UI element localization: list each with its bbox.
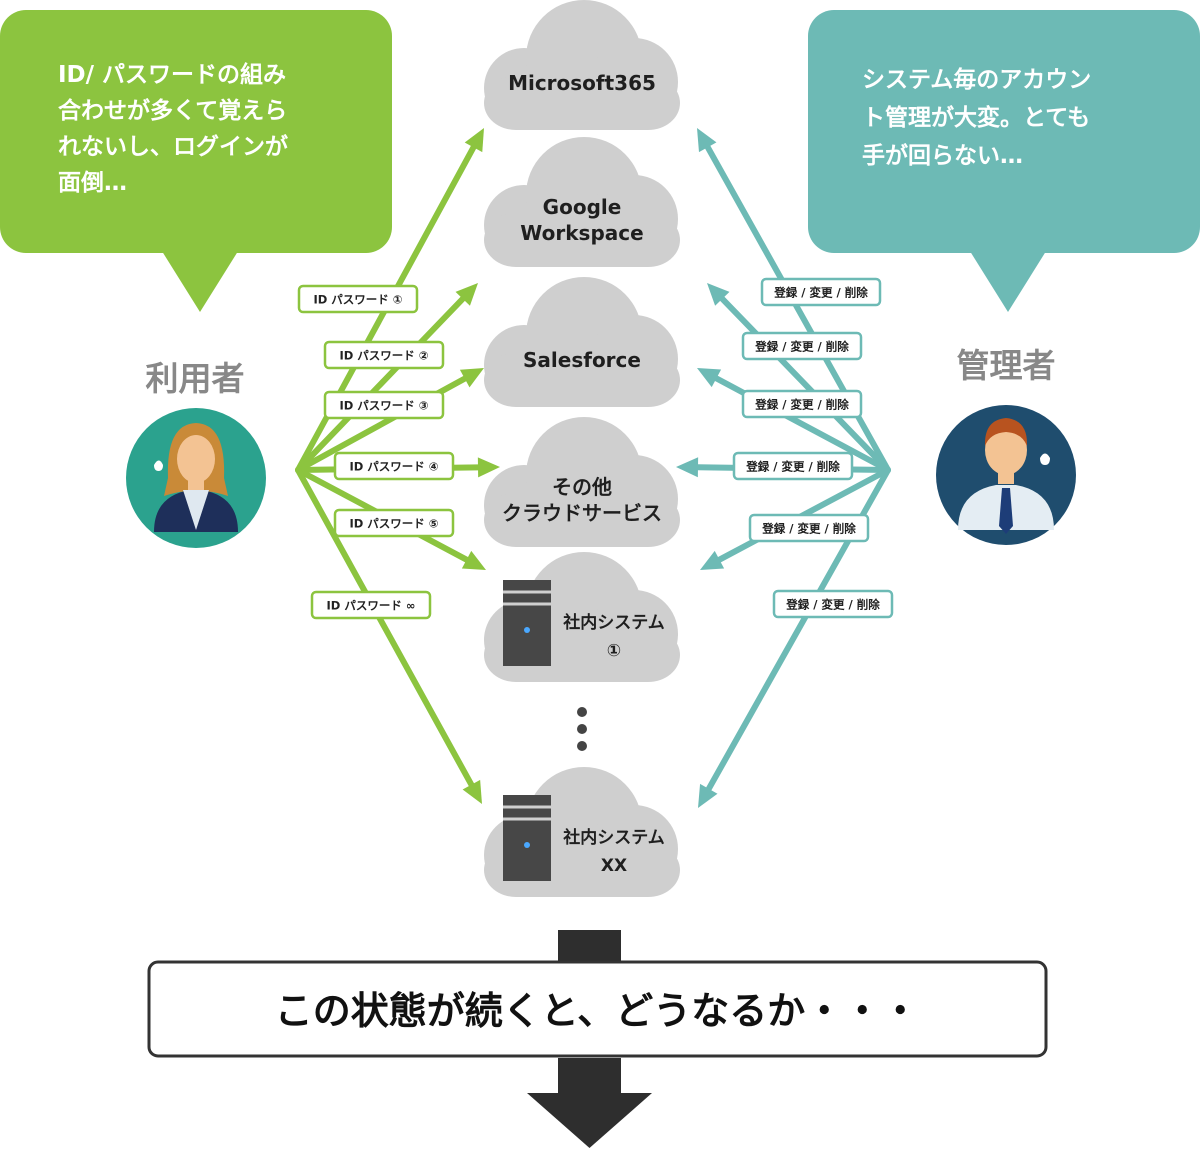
label-layer: ID パスワード ① ID パスワード ② ID パスワード ③ ID パスワード ④… xyxy=(297,277,894,620)
woman-avatar-icon xyxy=(126,408,266,548)
edge-label-text: 登録 / 変更 / 削除 xyxy=(773,286,868,300)
admin-arrow xyxy=(707,283,891,473)
cloud-service: Microsoft365 xyxy=(484,0,680,130)
sweat-drop-icon xyxy=(1040,453,1050,465)
edge-label-text: ID パスワード ② xyxy=(339,349,428,363)
admin-edge-label: 登録 / 変更 / 削除 xyxy=(741,331,863,361)
server-icon xyxy=(503,795,551,881)
user-bubble-line: れないし、ログインが xyxy=(58,133,288,160)
user-bubble-line: 面倒… xyxy=(58,169,127,196)
edge-label-text: 登録 / 変更 / 削除 xyxy=(761,522,856,536)
user-bubble-line: ID/ パスワードの組み xyxy=(58,61,286,88)
cloud-label: 社内システム xyxy=(562,827,665,848)
admin-bubble-line: 手が回らない… xyxy=(862,142,1023,169)
admin-bubble-line: システム毎のアカウン xyxy=(862,67,1091,93)
edge-label-text: 登録 / 変更 / 削除 xyxy=(745,460,840,474)
user-edge-label: ID パスワード ∞ xyxy=(310,590,432,620)
user-edge-label: ID パスワード ④ xyxy=(333,451,455,481)
cloud-label: Workspace xyxy=(520,221,643,245)
admin-bubble-line: ト管理が大変。とても xyxy=(862,104,1090,131)
man-avatar-icon xyxy=(936,405,1076,545)
edge-label-text: ID パスワード ③ xyxy=(339,399,428,413)
vertical-ellipsis-icon xyxy=(577,707,587,751)
admin-edge-label: 登録 / 変更 / 削除 xyxy=(748,513,870,543)
admin-role-label: 管理者 xyxy=(957,346,1056,385)
edge-label-text: ID パスワード ⑤ xyxy=(349,517,438,531)
cloud-label: その他 xyxy=(552,475,612,499)
edge-label-text: 登録 / 変更 / 削除 xyxy=(785,598,880,612)
user-edge-label: ID パスワード ① xyxy=(297,284,419,314)
cloud-label: Google xyxy=(543,195,622,219)
cloud-service: 社内システム XX xyxy=(484,767,680,897)
admin-speech-bubble: システム毎のアカウン ト管理が大変。とても 手が回らない… xyxy=(808,10,1200,312)
admin-edge-label: 登録 / 変更 / 削除 xyxy=(741,389,863,419)
cloud-label: XX xyxy=(601,856,627,876)
user-edge-label: ID パスワード ② xyxy=(323,340,445,370)
user-edge-label: ID パスワード ⑤ xyxy=(333,508,455,538)
sweat-drop-icon xyxy=(154,460,163,471)
cloud-label: Salesforce xyxy=(523,348,641,372)
cloud-service: Salesforce xyxy=(484,277,680,407)
user-bubble-line: 合わせが多くて覚えら xyxy=(58,97,287,124)
user-speech-bubble: ID/ パスワードの組み 合わせが多くて覚えら れないし、ログインが 面倒… xyxy=(0,10,392,312)
flow-arrow-down-icon xyxy=(527,1058,652,1148)
cloud-label: 社内システム xyxy=(562,612,665,633)
user-arrow xyxy=(295,283,478,473)
banner-text: この状態が続くと、どうなるか・・・ xyxy=(275,989,919,1033)
edge-label-text: 登録 / 変更 / 削除 xyxy=(754,398,849,412)
cloud-label: クラウドサービス xyxy=(502,501,662,525)
banner-box: この状態が続くと、どうなるか・・・ xyxy=(147,960,1048,1058)
admin-edge-label: 登録 / 変更 / 削除 xyxy=(760,277,882,307)
edge-label-text: ID パスワード ∞ xyxy=(327,599,416,613)
cloud-label: ① xyxy=(607,641,621,661)
admin-edge-label: 登録 / 変更 / 削除 xyxy=(732,451,854,481)
user-edge-label: ID パスワード ③ xyxy=(323,390,445,420)
cloud-service: 社内システム ① xyxy=(484,552,680,682)
edge-label-text: ID パスワード ④ xyxy=(349,460,438,474)
server-icon xyxy=(503,580,551,666)
user-role-label: 利用者 xyxy=(146,359,245,398)
user-arrow xyxy=(295,467,482,804)
edge-label-text: 登録 / 変更 / 削除 xyxy=(754,340,849,354)
cloud-label: Microsoft365 xyxy=(508,71,656,95)
edge-label-text: ID パスワード ① xyxy=(313,293,402,307)
admin-edge-label: 登録 / 変更 / 削除 xyxy=(772,589,894,619)
